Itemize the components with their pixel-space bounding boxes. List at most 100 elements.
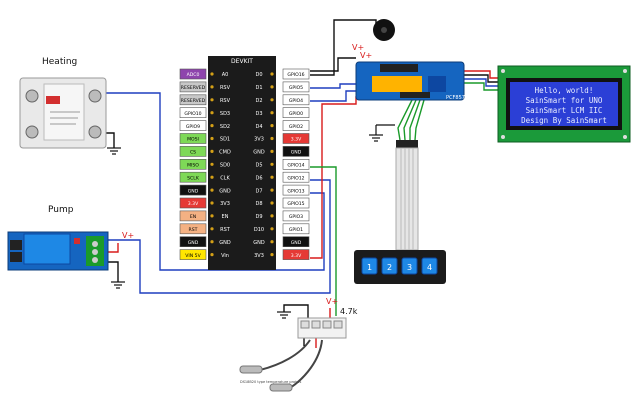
pin-label: 3.3V <box>291 137 302 143</box>
pin-label-box: SCLK <box>179 171 207 183</box>
pin-label: MISO <box>187 163 199 169</box>
pin-name: D6 <box>255 175 262 181</box>
pin-label: GPIO3 <box>289 214 303 220</box>
heating-relay <box>19 77 107 149</box>
wires <box>100 19 500 389</box>
pin-header <box>210 253 214 257</box>
lcd-module <box>497 65 631 143</box>
pin-label-box: GPIO10 <box>179 107 207 118</box>
pin-label-box: EN <box>179 210 207 222</box>
pin-label: GPIO12 <box>287 175 304 181</box>
wire-probe-1 <box>259 339 311 371</box>
expander-label: PCF8574 <box>446 95 468 101</box>
pin-header <box>270 201 274 205</box>
keypad-key[interactable]: 4 <box>421 257 438 275</box>
pin-label: GPIO1 <box>289 227 303 233</box>
pin-label-box: RST <box>179 223 207 235</box>
keypad-key[interactable]: 1 <box>361 257 378 275</box>
pin-label-box: GPIO12 <box>282 171 310 183</box>
pin-label-box: GPIO2 <box>282 120 310 131</box>
pin-label: GND <box>291 150 302 156</box>
pin-header <box>210 227 214 231</box>
keypad-key-label: 3 <box>407 263 412 272</box>
buzzer-vplus-label: V+ <box>352 43 364 52</box>
pin-name: D1 <box>255 85 262 91</box>
lcd-line-3: SainSmart LCM IIC <box>526 106 603 115</box>
pin-name: D10 <box>254 227 264 233</box>
pin-label: GPIO9 <box>186 124 200 130</box>
pin-name: A0 <box>222 72 229 78</box>
pin-name: RSV <box>220 85 231 91</box>
pin-label-box: GND <box>282 146 310 157</box>
pin-label: EN <box>190 214 196 220</box>
keypad-key[interactable]: 2 <box>381 257 398 275</box>
pin-label: GPIO5 <box>289 85 303 91</box>
temperature-probe-2 <box>269 383 293 392</box>
devkit-title: DEVKIT <box>231 58 253 65</box>
pin-name: D9 <box>255 214 262 220</box>
pin-header <box>270 175 274 179</box>
pin-header <box>270 149 274 153</box>
lcd-line-4: Design By SainSmart <box>521 116 607 125</box>
pin-label: 3.3V <box>188 201 199 207</box>
pin-label-box: GPIO9 <box>179 120 207 131</box>
lcd-line-1: Hello, world! <box>535 86 594 95</box>
pin-name: SD2 <box>220 124 230 130</box>
wire-probe-2 <box>289 339 323 389</box>
pin-name: D4 <box>255 124 262 130</box>
pin-header <box>270 98 274 102</box>
pin-name: RST <box>220 227 231 233</box>
pin-header <box>210 214 214 218</box>
pin-label: GND <box>188 188 199 194</box>
pin-header <box>270 240 274 244</box>
ground-icon <box>107 147 121 155</box>
pin-name: SD0 <box>220 163 230 169</box>
wire-keypad-3 <box>409 99 421 140</box>
pin-header <box>210 188 214 192</box>
pin-name: 3V3 <box>254 253 264 259</box>
probe-vplus-label: V+ <box>326 297 338 306</box>
pin-label-box: MISO <box>179 159 207 170</box>
pin-label-box: VIN 5V <box>179 249 207 260</box>
pin-name: D8 <box>255 201 262 207</box>
pin-header <box>210 111 214 115</box>
pin-label: GPIO13 <box>287 188 304 194</box>
pin-label-box: RESERVED <box>179 81 207 93</box>
wire-lcd-2 <box>463 74 500 83</box>
pin-label: GPIO0 <box>289 111 303 117</box>
keypad-key[interactable]: 3 <box>401 257 418 275</box>
pin-header <box>210 124 214 128</box>
pin-label-box: GND <box>179 184 207 196</box>
wire-probe-gnd <box>283 304 309 318</box>
pin-header <box>210 175 214 179</box>
pin-name: GND <box>253 240 265 246</box>
pin-label: RESERVED <box>181 85 206 91</box>
pin-label: 3.3V <box>291 253 302 259</box>
pin-name: D3 <box>255 111 262 117</box>
pin-label: RESERVED <box>181 98 206 104</box>
pin-header <box>270 227 274 231</box>
pin-label: SCLK <box>187 175 200 181</box>
pin-label: GPIO15 <box>287 201 304 207</box>
pin-header <box>270 111 274 115</box>
pin-label-box: 3.3V <box>179 197 207 209</box>
pin-label: VIN 5V <box>185 253 201 259</box>
pin-label-box: GPIO3 <box>282 210 310 222</box>
wire-onewire <box>310 166 337 316</box>
pin-name: D5 <box>255 163 262 169</box>
ground-icon <box>369 125 383 142</box>
wire-keypad-2 <box>403 99 417 141</box>
wire-scl <box>310 90 360 102</box>
pin-name: D7 <box>255 188 262 194</box>
pin-header <box>210 201 214 205</box>
pin-label: RST <box>189 227 198 233</box>
keypad-ribbon <box>395 140 419 251</box>
pin-label-box: GPIO4 <box>282 94 310 106</box>
pin-label-box: GPIO0 <box>282 107 310 118</box>
pin-header <box>270 214 274 218</box>
pin-name: 3V3 <box>254 137 264 143</box>
pin-label-box: GPIO1 <box>282 223 310 235</box>
